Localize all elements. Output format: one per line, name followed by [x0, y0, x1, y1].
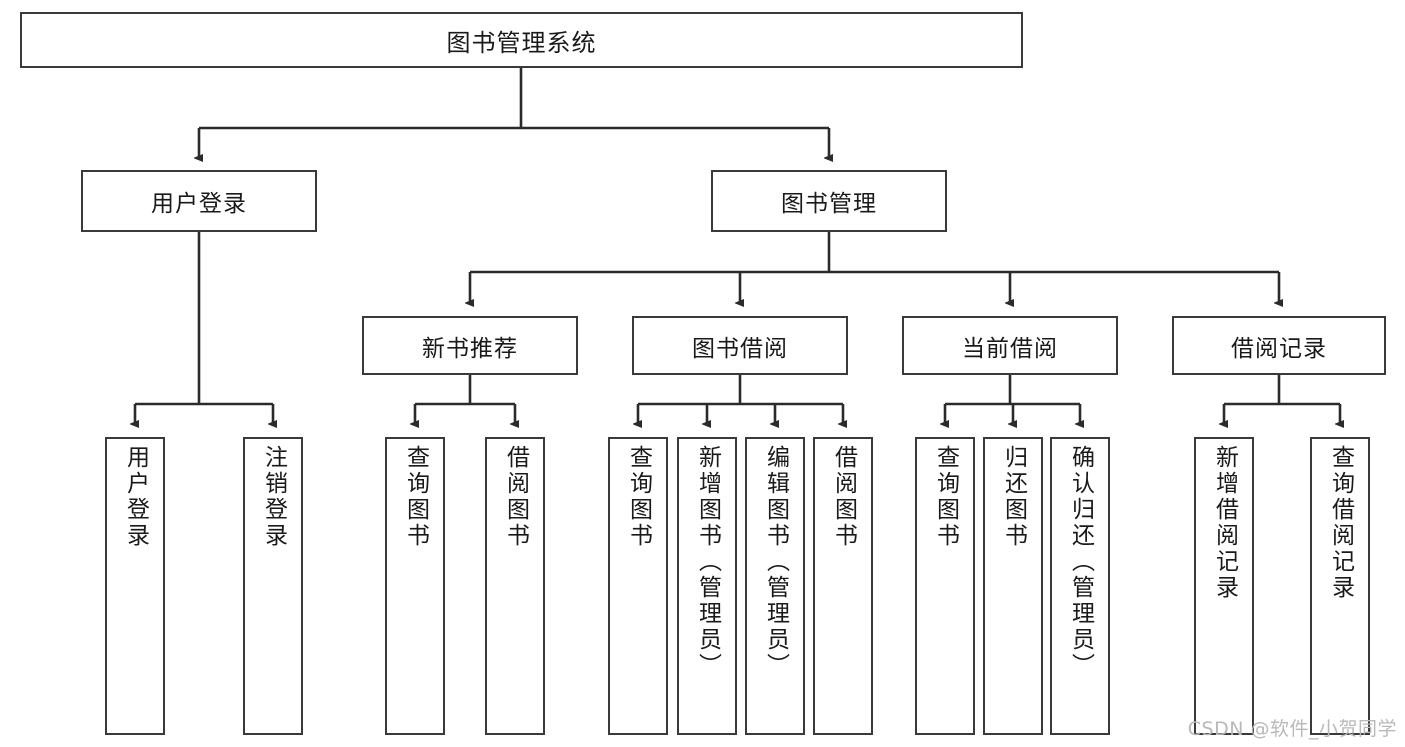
node-new-book-rec[interactable]: 新书推荐	[362, 316, 578, 375]
node-book-borrow-label: 图书借阅	[692, 335, 788, 362]
node-leaf-confirm-return[interactable]: 确认归还（管理员）	[1050, 437, 1110, 735]
node-leaf-add-record-label: 新增借阅记录	[1211, 445, 1238, 601]
node-leaf-query-book-2[interactable]: 查询图书	[608, 437, 668, 735]
node-leaf-edit-book-label: 编辑图书（管理员）	[762, 445, 789, 679]
node-leaf-query-record[interactable]: 查询借阅记录	[1310, 437, 1370, 735]
node-leaf-query-book-2-label: 查询图书	[625, 445, 652, 549]
node-leaf-add-book[interactable]: 新增图书（管理员）	[677, 437, 737, 735]
node-leaf-borrow-book-1-label: 借阅图书	[502, 445, 529, 549]
node-user-login[interactable]: 用户登录	[81, 170, 317, 232]
node-leaf-user-logout-label: 注销登录	[260, 445, 287, 549]
node-new-book-rec-label: 新书推荐	[422, 335, 518, 362]
node-leaf-borrow-book-2-label: 借阅图书	[830, 445, 857, 549]
node-leaf-user-login[interactable]: 用户登录	[105, 437, 165, 735]
node-root[interactable]: 图书管理系统	[20, 12, 1023, 68]
node-leaf-query-book-1[interactable]: 查询图书	[385, 437, 445, 735]
node-leaf-query-book-3[interactable]: 查询图书	[915, 437, 975, 735]
node-leaf-query-record-label: 查询借阅记录	[1327, 445, 1354, 601]
node-leaf-confirm-return-label: 确认归还（管理员）	[1067, 445, 1094, 679]
node-leaf-return-book[interactable]: 归还图书	[983, 437, 1043, 735]
watermark-text: CSDN @软件_小贺同学	[1187, 718, 1397, 740]
node-leaf-edit-book[interactable]: 编辑图书（管理员）	[745, 437, 805, 735]
node-current-borrow[interactable]: 当前借阅	[902, 316, 1118, 375]
node-leaf-borrow-book-2[interactable]: 借阅图书	[813, 437, 873, 735]
node-borrow-record-label: 借阅记录	[1231, 335, 1327, 362]
node-borrow-record[interactable]: 借阅记录	[1172, 316, 1386, 375]
node-leaf-borrow-book-1[interactable]: 借阅图书	[485, 437, 545, 735]
node-leaf-query-book-1-label: 查询图书	[402, 445, 429, 549]
node-book-manage[interactable]: 图书管理	[711, 170, 947, 232]
node-book-manage-label: 图书管理	[781, 191, 877, 217]
node-user-login-label: 用户登录	[151, 191, 247, 217]
node-leaf-user-logout[interactable]: 注销登录	[243, 437, 303, 735]
node-leaf-return-book-label: 归还图书	[1000, 445, 1027, 549]
node-leaf-query-book-3-label: 查询图书	[932, 445, 959, 549]
node-book-borrow[interactable]: 图书借阅	[632, 316, 848, 375]
node-root-label: 图书管理系统	[446, 28, 597, 57]
node-leaf-add-book-label: 新增图书（管理员）	[694, 445, 721, 679]
node-current-borrow-label: 当前借阅	[962, 335, 1058, 362]
node-leaf-user-login-label: 用户登录	[122, 445, 149, 549]
node-leaf-add-record[interactable]: 新增借阅记录	[1194, 437, 1254, 735]
